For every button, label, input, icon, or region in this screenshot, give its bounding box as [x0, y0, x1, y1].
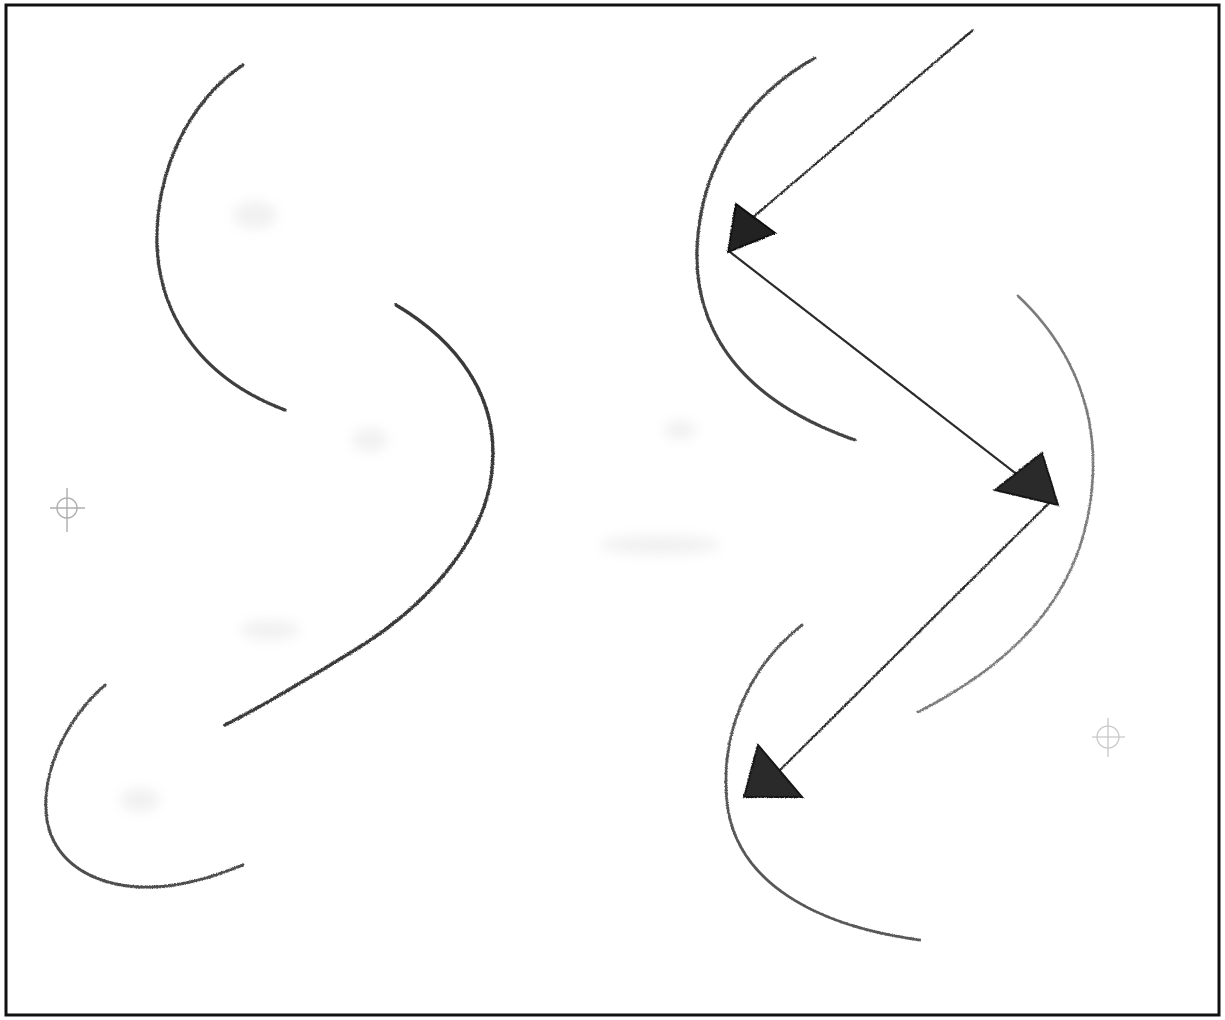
- left-lower-arc: [46, 685, 243, 887]
- background-smudges: [120, 201, 720, 812]
- left-s-curve: [46, 65, 493, 887]
- left-upper-arc: [157, 65, 285, 410]
- right-upper-arc: [697, 58, 855, 440]
- left-middle-arc: [225, 305, 493, 725]
- arrow-line-middle: [730, 252, 1050, 500]
- arrowhead-middle: [995, 453, 1058, 505]
- arrow-line-exit: [780, 502, 1050, 770]
- arrowhead-top: [728, 204, 775, 252]
- crosshair-icon: [50, 488, 85, 532]
- direction-arrows: [728, 30, 1058, 797]
- crosshair-icon: [1092, 718, 1125, 757]
- right-middle-arc: [918, 296, 1093, 712]
- arrowhead-bottom: [744, 745, 802, 797]
- arrow-line-entry: [752, 30, 973, 218]
- sheet-border: [6, 5, 1219, 1015]
